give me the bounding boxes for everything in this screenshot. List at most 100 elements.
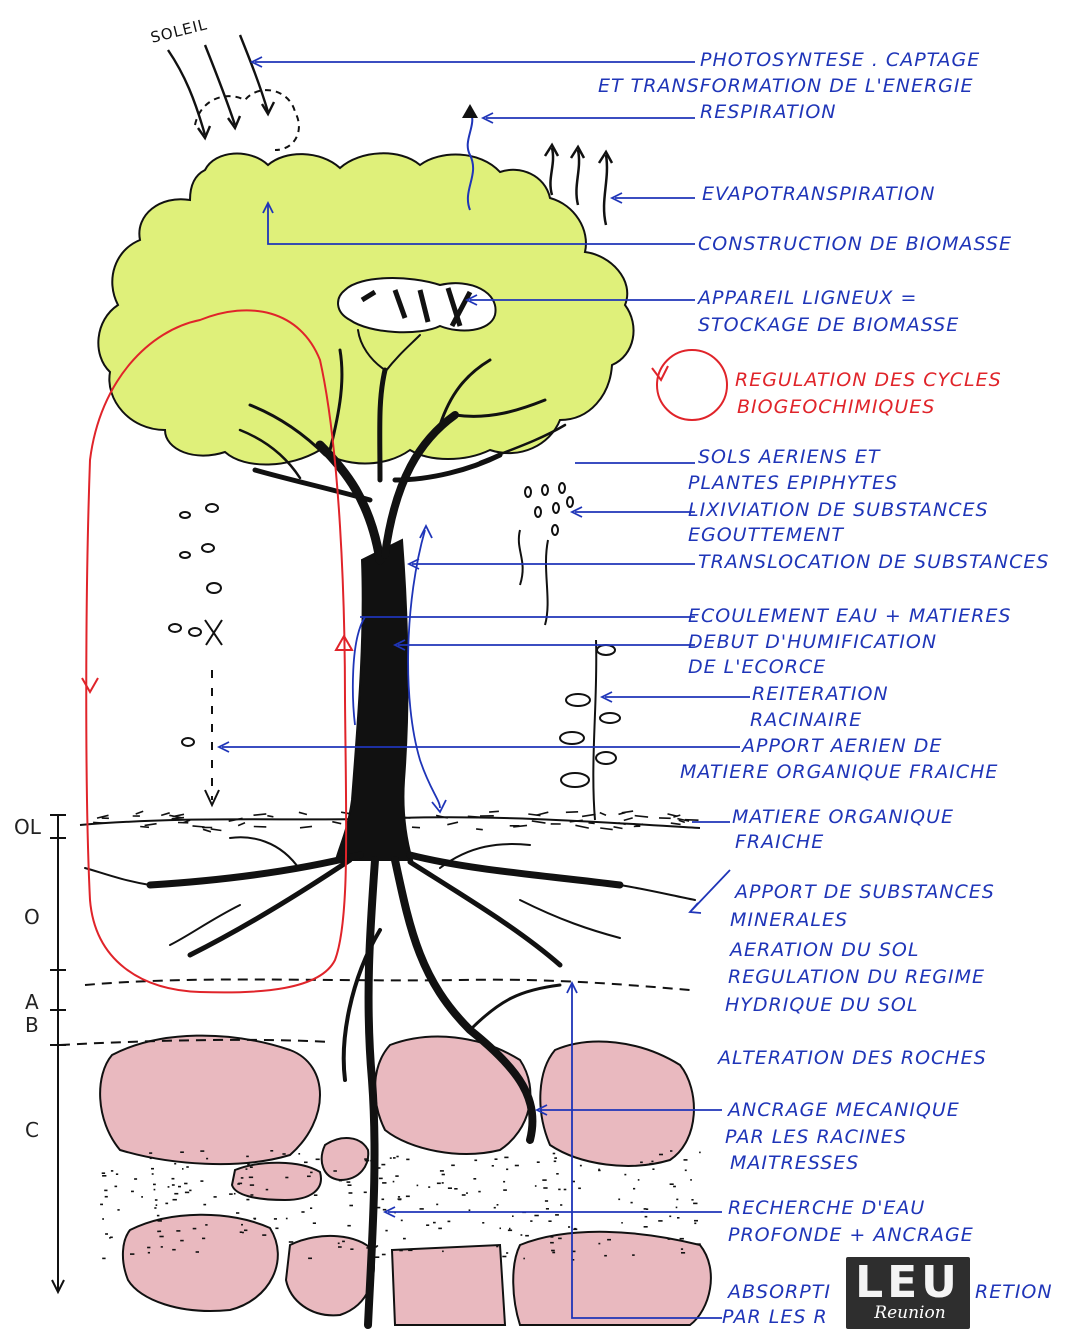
litter-stroke (614, 827, 623, 829)
gravel-dot (250, 1194, 253, 1196)
gravel-dot (466, 1192, 468, 1194)
gravel-dot (229, 1193, 233, 1195)
gravel-dot (240, 1231, 242, 1233)
gravel-dot (631, 1202, 633, 1204)
gravel-dot (440, 1170, 444, 1172)
gravel-dot (130, 1253, 134, 1255)
gravel-dot (156, 1204, 158, 1206)
gravel-dot (154, 1189, 156, 1191)
gravel-dot (554, 1161, 557, 1163)
gravel-dot (241, 1224, 243, 1226)
gravel-dot (474, 1160, 477, 1162)
litter-stroke (635, 816, 648, 818)
gravel-dot (347, 1225, 350, 1227)
gravel-dot (176, 1230, 180, 1232)
gravel-dot (454, 1188, 457, 1190)
gravel-dot (558, 1238, 562, 1240)
gravel-dot (496, 1246, 498, 1248)
gravel-dot (313, 1222, 316, 1224)
label-aeration: AERATION DU SOL (730, 938, 919, 963)
gravel-dot (237, 1183, 240, 1185)
gravel-dot (646, 1208, 648, 1210)
gravel-dot (102, 1258, 105, 1260)
respiration-arrowhead (462, 104, 478, 118)
label-ligneux-1: APPAREIL LIGNEUX = (698, 286, 917, 311)
label-ligneux-2: STOCKAGE DE BIOMASSE (698, 313, 959, 338)
gravel-dot (690, 1179, 692, 1181)
gravel-dot (542, 1179, 546, 1181)
gravel-dot (426, 1224, 429, 1226)
gravel-dot (503, 1181, 505, 1183)
gravel-dot (148, 1252, 150, 1254)
woody-storage (338, 278, 496, 332)
gravel-dot (379, 1178, 383, 1180)
gravel-dot (693, 1203, 697, 1205)
litter-stroke (412, 827, 420, 828)
litter-stroke (299, 812, 307, 814)
gravel-dot (376, 1245, 378, 1247)
litter-stroke (93, 822, 105, 823)
gravel-dot (560, 1204, 562, 1206)
gravel-dot (699, 1152, 701, 1154)
litter-stroke (447, 822, 458, 825)
gravel-dot (509, 1228, 511, 1230)
gravel-dot (554, 1157, 557, 1159)
gravel-dot (174, 1193, 178, 1195)
gravel-dot (161, 1246, 163, 1248)
gravel-dot (393, 1157, 396, 1159)
gravel-dot (598, 1170, 601, 1172)
gravel-dot (134, 1178, 137, 1180)
gravel-dot (102, 1172, 105, 1174)
gravel-dot (375, 1256, 379, 1258)
gravel-dot (115, 1186, 118, 1188)
gravel-dot (158, 1220, 162, 1222)
gravel-dot (131, 1191, 134, 1193)
litter-stroke (267, 816, 273, 817)
gravel-dot (381, 1164, 385, 1166)
gravel-dot (558, 1189, 560, 1191)
gravel-dot (508, 1230, 512, 1232)
gravel-dot (250, 1166, 253, 1168)
gravel-dot (684, 1159, 688, 1161)
gravel-dot (624, 1174, 626, 1176)
gravel-dot (382, 1182, 386, 1184)
gravel-dot (433, 1222, 436, 1224)
gravel-dot (338, 1243, 340, 1245)
gravel-dot (552, 1252, 555, 1254)
gravel-dot (442, 1251, 444, 1253)
gravel-dot (676, 1199, 678, 1201)
gravel-dot (185, 1192, 189, 1194)
gravel-dot (403, 1238, 406, 1240)
gravel-dot (172, 1249, 176, 1251)
gravel-dot (659, 1154, 663, 1156)
gravel-dot (214, 1196, 217, 1198)
gravel-dot (301, 1211, 304, 1213)
gravel-dot (697, 1243, 701, 1245)
gravel-dot (200, 1150, 204, 1152)
gravel-dot (149, 1152, 152, 1154)
gravel-dot (349, 1205, 353, 1207)
gravel-dot (172, 1184, 175, 1186)
label-minerales-1: APPORT DE SUBSTANCES (735, 880, 995, 905)
gravel-dot (289, 1241, 294, 1243)
gravel-dot (399, 1250, 403, 1252)
label-mo-fraiche-1: MATIERE ORGANIQUE (732, 805, 954, 830)
gravel-dot (482, 1222, 484, 1224)
gravel-dot (438, 1228, 442, 1230)
gravel-dot (568, 1226, 570, 1228)
litter-stroke (136, 811, 144, 814)
gravel-dot (555, 1214, 559, 1216)
label-apport-aerien-1: APPORT AERIEN DE (742, 734, 942, 759)
gravel-dot (618, 1199, 620, 1201)
gravel-dot (285, 1177, 288, 1179)
gravel-dot (546, 1208, 549, 1210)
gravel-dot (670, 1183, 674, 1185)
gravel-dot (396, 1156, 398, 1158)
gravel-dot (180, 1240, 184, 1242)
gravel-dot (564, 1189, 567, 1191)
gravel-dot (193, 1228, 197, 1230)
gravel-dot (350, 1248, 353, 1250)
gravel-dot (694, 1223, 696, 1225)
gravel-dot (247, 1163, 250, 1165)
gravel-dot (521, 1234, 523, 1236)
